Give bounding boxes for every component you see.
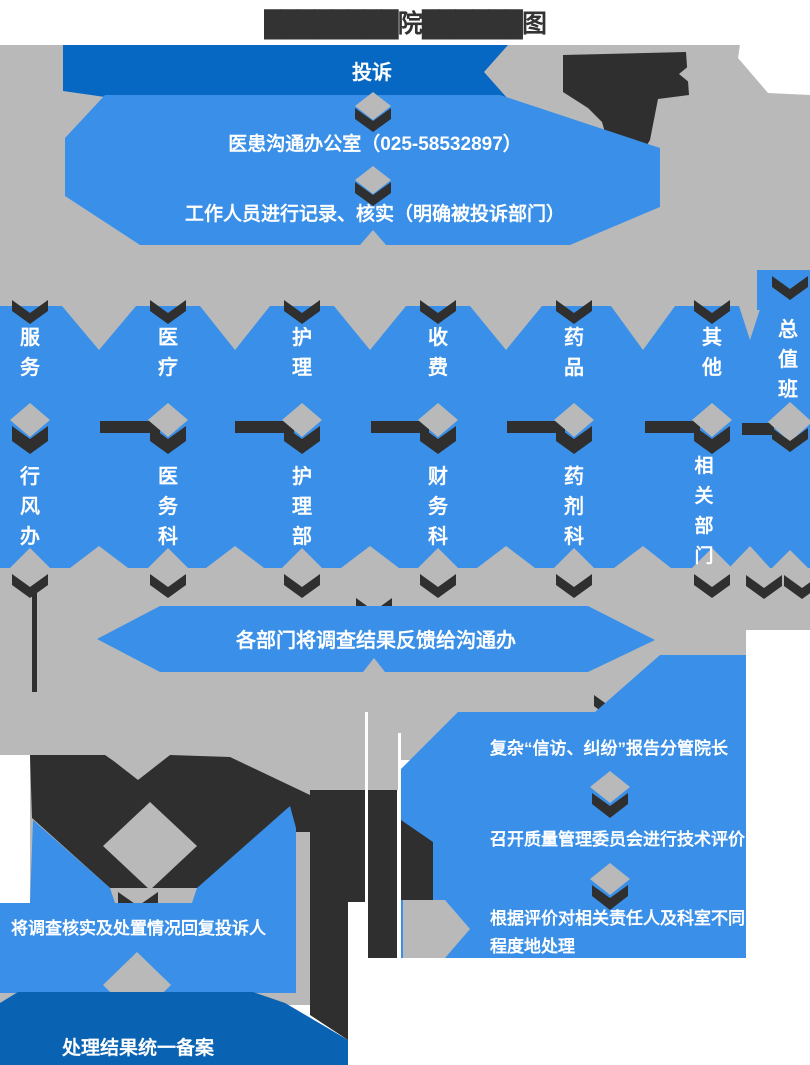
obscured-source-scribble bbox=[563, 52, 689, 170]
complex-step1-label: 复杂“信访、纠纷”报告分管院长 bbox=[490, 739, 728, 758]
dept-nursing: 护理部 bbox=[292, 466, 312, 548]
arrow-chevron-icon bbox=[355, 108, 391, 132]
feedback-label: 各部门将调查结果反馈给沟通办 bbox=[236, 630, 516, 652]
arrow-chevron-icon bbox=[420, 574, 456, 598]
category-other: 其他 bbox=[702, 327, 722, 379]
gray-return-strip bbox=[296, 832, 310, 1000]
dark-return-strip bbox=[310, 790, 348, 1040]
archive-box bbox=[0, 992, 348, 1065]
dept-conduct-office: 行风办 bbox=[20, 466, 40, 548]
left-arrowhead-icon bbox=[490, 58, 537, 94]
arrow-diamond-icon bbox=[148, 548, 188, 588]
category-fees: 收费 bbox=[428, 327, 448, 379]
entry-arrow-icon bbox=[403, 900, 470, 958]
funnel-top-notch bbox=[106, 755, 170, 780]
white-notch-top-right bbox=[738, 45, 810, 95]
dept-medical-affairs: 医务科 bbox=[158, 466, 178, 548]
dept-related: 相关部门 bbox=[694, 456, 714, 567]
arrow-chevron-icon bbox=[592, 885, 628, 910]
category-medical: 医疗 bbox=[158, 327, 178, 379]
reply-box bbox=[0, 806, 296, 993]
complaint-label: 投诉 bbox=[352, 62, 392, 84]
arrow-diamond-icon bbox=[554, 403, 594, 437]
arrow-chevron-icon bbox=[150, 430, 186, 454]
connector-bar bbox=[371, 421, 429, 433]
arrow-chevron-icon bbox=[284, 300, 320, 324]
arrow-diamond-icon bbox=[590, 771, 630, 803]
arrow-chevron-icon bbox=[556, 430, 592, 454]
white-column-bottom-left bbox=[0, 755, 30, 905]
category-band bbox=[0, 306, 810, 568]
page-title: ████████院██████图 bbox=[264, 10, 547, 38]
arrow-chevron-icon bbox=[150, 300, 186, 324]
category-pharmacy: 药品 bbox=[564, 327, 584, 379]
arrow-chevron-icon bbox=[284, 574, 320, 598]
connector-bar bbox=[100, 421, 160, 433]
feedback-bar bbox=[97, 606, 655, 672]
arrow-diamond-icon bbox=[418, 403, 458, 437]
arrow-chevron-icon bbox=[12, 430, 48, 454]
category-nursing: 护理 bbox=[292, 327, 312, 379]
category-duty-officer: 总值班 bbox=[778, 319, 798, 401]
dept-finance: 财务科 bbox=[428, 466, 448, 548]
arrow-chevron-icon bbox=[746, 575, 782, 599]
arrow-diamond-icon bbox=[554, 548, 594, 588]
complaint-banner bbox=[63, 45, 508, 99]
arrow-diamond-icon bbox=[355, 92, 391, 120]
arrow-chevron-icon bbox=[420, 430, 456, 454]
record-label: 工作人员进行记录、核实（明确被投诉部门） bbox=[184, 204, 565, 225]
arrow-chevron-icon bbox=[556, 300, 592, 324]
arrow-diamond-icon bbox=[355, 166, 391, 194]
archive-label: 处理结果统一备案 bbox=[61, 1038, 214, 1059]
arrow-chevron-icon bbox=[150, 574, 186, 598]
dark-wedge bbox=[401, 820, 433, 900]
arrow-chevron-icon bbox=[12, 574, 48, 598]
dark-return-strip bbox=[348, 790, 365, 902]
background-panel-bottom-strip bbox=[310, 760, 400, 790]
arrow-chevron-icon bbox=[772, 428, 808, 452]
arrow-chevron-icon bbox=[12, 300, 48, 324]
arrow-chevron-icon bbox=[694, 300, 730, 324]
arrow-diamond-icon bbox=[590, 863, 630, 895]
arrow-diamond-icon bbox=[692, 403, 732, 437]
connector-bar bbox=[742, 423, 774, 435]
arrow-chevron-icon bbox=[784, 575, 810, 599]
arrow-diamond-icon bbox=[692, 548, 732, 588]
connector-bar bbox=[645, 421, 700, 433]
category-service: 服务 bbox=[20, 327, 40, 379]
arrow-diamond-icon bbox=[148, 403, 188, 437]
arrow-chevron-icon bbox=[592, 793, 628, 818]
connector-bar bbox=[507, 421, 565, 433]
arrow-diamond-icon bbox=[282, 403, 322, 437]
dark-return-strip bbox=[368, 790, 397, 958]
arrow-chevron-icon bbox=[355, 182, 391, 206]
reply-label: 将调查核实及处置情况回复投诉人 bbox=[11, 919, 266, 938]
arrow-chevron-icon bbox=[284, 430, 320, 454]
arrow-chevron-icon bbox=[556, 574, 592, 598]
complex-step2-label: 召开质量管理委员会进行技术评价 bbox=[490, 830, 745, 849]
intake-box bbox=[65, 95, 660, 245]
arrow-diamond-icon bbox=[10, 548, 50, 588]
arrow-diamond-icon bbox=[418, 548, 458, 588]
connector-bar bbox=[235, 421, 294, 433]
arrow-diamond-icon bbox=[768, 402, 810, 442]
arrow-chevron-icon bbox=[694, 574, 730, 598]
arrow-chevron-icon bbox=[772, 276, 808, 300]
white-divider-line bbox=[398, 733, 401, 959]
arrow-diamond-icon bbox=[768, 550, 810, 594]
complex-branch-box bbox=[400, 655, 746, 958]
arrow-diamond-icon bbox=[10, 403, 50, 437]
office-label: 医患沟通办公室（025-58532897） bbox=[228, 134, 522, 155]
dark-connector-line bbox=[32, 588, 37, 692]
white-divider-line bbox=[365, 712, 368, 958]
arrow-chevron-icon bbox=[694, 430, 730, 454]
funnel-diamond-icon bbox=[103, 802, 197, 890]
arrow-diamond-icon bbox=[282, 548, 322, 588]
left-arrowhead-icon bbox=[679, 60, 712, 88]
dept-pharmacy: 药剂科 bbox=[564, 466, 584, 548]
arrow-chevron-icon bbox=[420, 300, 456, 324]
complex-step3-label: 根据评价对相关责任人及科室不同程度地处理 bbox=[490, 909, 745, 956]
